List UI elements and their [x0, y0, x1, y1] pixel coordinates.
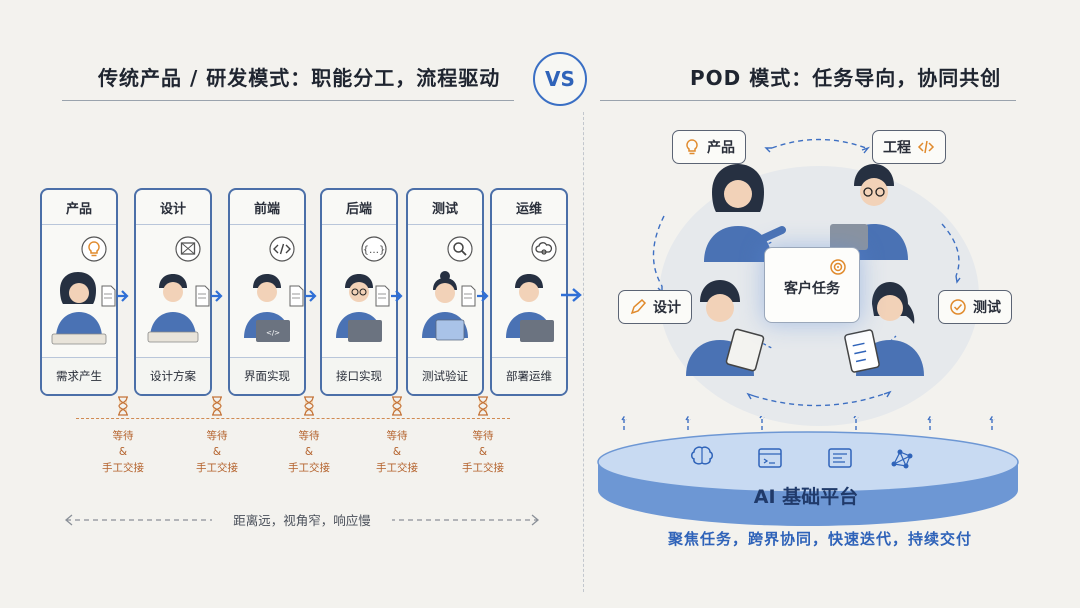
stage-output: 需求产生 — [42, 357, 116, 394]
role-label: 产品 — [707, 140, 735, 156]
stage-output: 部署运维 — [492, 357, 566, 394]
handoff-document-arrow — [375, 285, 403, 307]
role-testing-bubble: 测试 — [938, 290, 1012, 324]
checkmark-circle-icon — [950, 299, 966, 315]
lightbulb-icon — [81, 236, 107, 262]
stage-name: 运维 — [492, 190, 566, 225]
svg-text:{…}: {…} — [363, 245, 386, 256]
curly-brackets-icon: {…} — [361, 236, 387, 262]
stage-card-backend: 后端 {…} 接口实现 — [320, 188, 398, 396]
brain-icon — [691, 446, 713, 465]
handoff-document-arrow — [289, 285, 317, 307]
network-icon — [891, 449, 913, 469]
center-divider — [583, 112, 584, 592]
stage-output: 接口实现 — [322, 357, 396, 394]
cloud-gear-icon — [531, 236, 557, 262]
handoff-document-arrow — [195, 285, 223, 307]
stage-card-ops: 运维 部署运维 — [490, 188, 568, 396]
ops-person-avatar — [506, 274, 554, 342]
handoff-wait-label: 等待&手工交接 — [376, 430, 418, 474]
traditional-mode-title: 传统产品 / 研发模式：职能分工，流程驱动 — [98, 66, 501, 90]
stage-name: 产品 — [42, 190, 116, 225]
vs-badge: VS — [533, 52, 587, 106]
code-brackets-icon — [917, 140, 935, 154]
stage-name: 测试 — [408, 190, 482, 225]
handoff-dashed-line — [76, 418, 510, 419]
svg-text:</>: </> — [266, 329, 280, 337]
stage-output: 界面实现 — [230, 357, 304, 394]
handoff-document-arrow — [101, 285, 129, 307]
pod-motto: 聚焦任务，跨界协同，快速迭代，持续交付 — [667, 530, 972, 548]
output-arrow-icon — [561, 288, 582, 302]
product-person-avatar — [51, 272, 107, 345]
magnifier-icon — [447, 236, 473, 262]
console-icon — [758, 448, 782, 468]
stage-name: 后端 — [322, 190, 396, 225]
pencil-icon — [630, 298, 647, 315]
hourglass-icon — [118, 396, 128, 416]
distance-note-text: 距离远，视角窄，响应慢 — [212, 510, 392, 529]
ai-platform-disc — [597, 416, 1019, 526]
customer-task-label: 客户任务 — [784, 281, 840, 297]
testing-role-person-avatar — [844, 282, 924, 376]
stage-output: 测试验证 — [408, 357, 482, 394]
stage-name: 设计 — [136, 190, 210, 225]
role-engineering-bubble: 工程 — [872, 130, 946, 164]
hourglass-icon — [212, 396, 222, 416]
frontend-person-avatar: </> — [244, 274, 290, 342]
handoff-wait-label: 等待&手工交接 — [196, 430, 238, 474]
handoff-wait-label: 等待&手工交接 — [462, 430, 504, 474]
backend-person-avatar — [336, 274, 382, 342]
testing-person-avatar — [422, 271, 468, 341]
handoff-document-arrow — [461, 285, 489, 307]
design-role-person-avatar — [686, 280, 765, 376]
ai-platform-label: AI 基础平台 — [753, 486, 859, 508]
role-label: 工程 — [883, 140, 911, 156]
lightbulb-icon — [686, 139, 698, 155]
dashboard-icon — [828, 448, 852, 468]
design-person-avatar — [147, 274, 199, 343]
hourglass-icon — [304, 396, 314, 416]
left-title-rule — [62, 100, 514, 101]
pod-mode-title: POD 模式：任务导向，协同共创 — [690, 66, 1002, 90]
stage-output: 设计方案 — [136, 357, 210, 394]
engineering-role-person-avatar — [830, 164, 908, 260]
product-role-person-avatar — [704, 164, 786, 262]
handoff-wait-label: 等待&手工交接 — [102, 430, 144, 474]
stage-card-frontend: 前端 </> 界面实现 — [228, 188, 306, 396]
customer-task-card: 客户任务 — [764, 247, 860, 323]
code-brackets-icon — [269, 236, 295, 262]
right-title-rule — [600, 100, 1016, 101]
role-label: 设计 — [653, 300, 681, 316]
role-design-bubble: 设计 — [618, 290, 692, 324]
role-label: 测试 — [973, 300, 1001, 316]
picture-frame-icon — [175, 236, 201, 262]
handoff-wait-label: 等待&手工交接 — [288, 430, 330, 474]
stage-name: 前端 — [230, 190, 304, 225]
target-icon — [830, 259, 846, 275]
distance-note: 距离远，视角窄，响应慢 — [62, 510, 542, 530]
hourglass-icon — [392, 396, 402, 416]
role-product-bubble: 产品 — [672, 130, 746, 164]
hourglass-icon — [478, 396, 488, 416]
